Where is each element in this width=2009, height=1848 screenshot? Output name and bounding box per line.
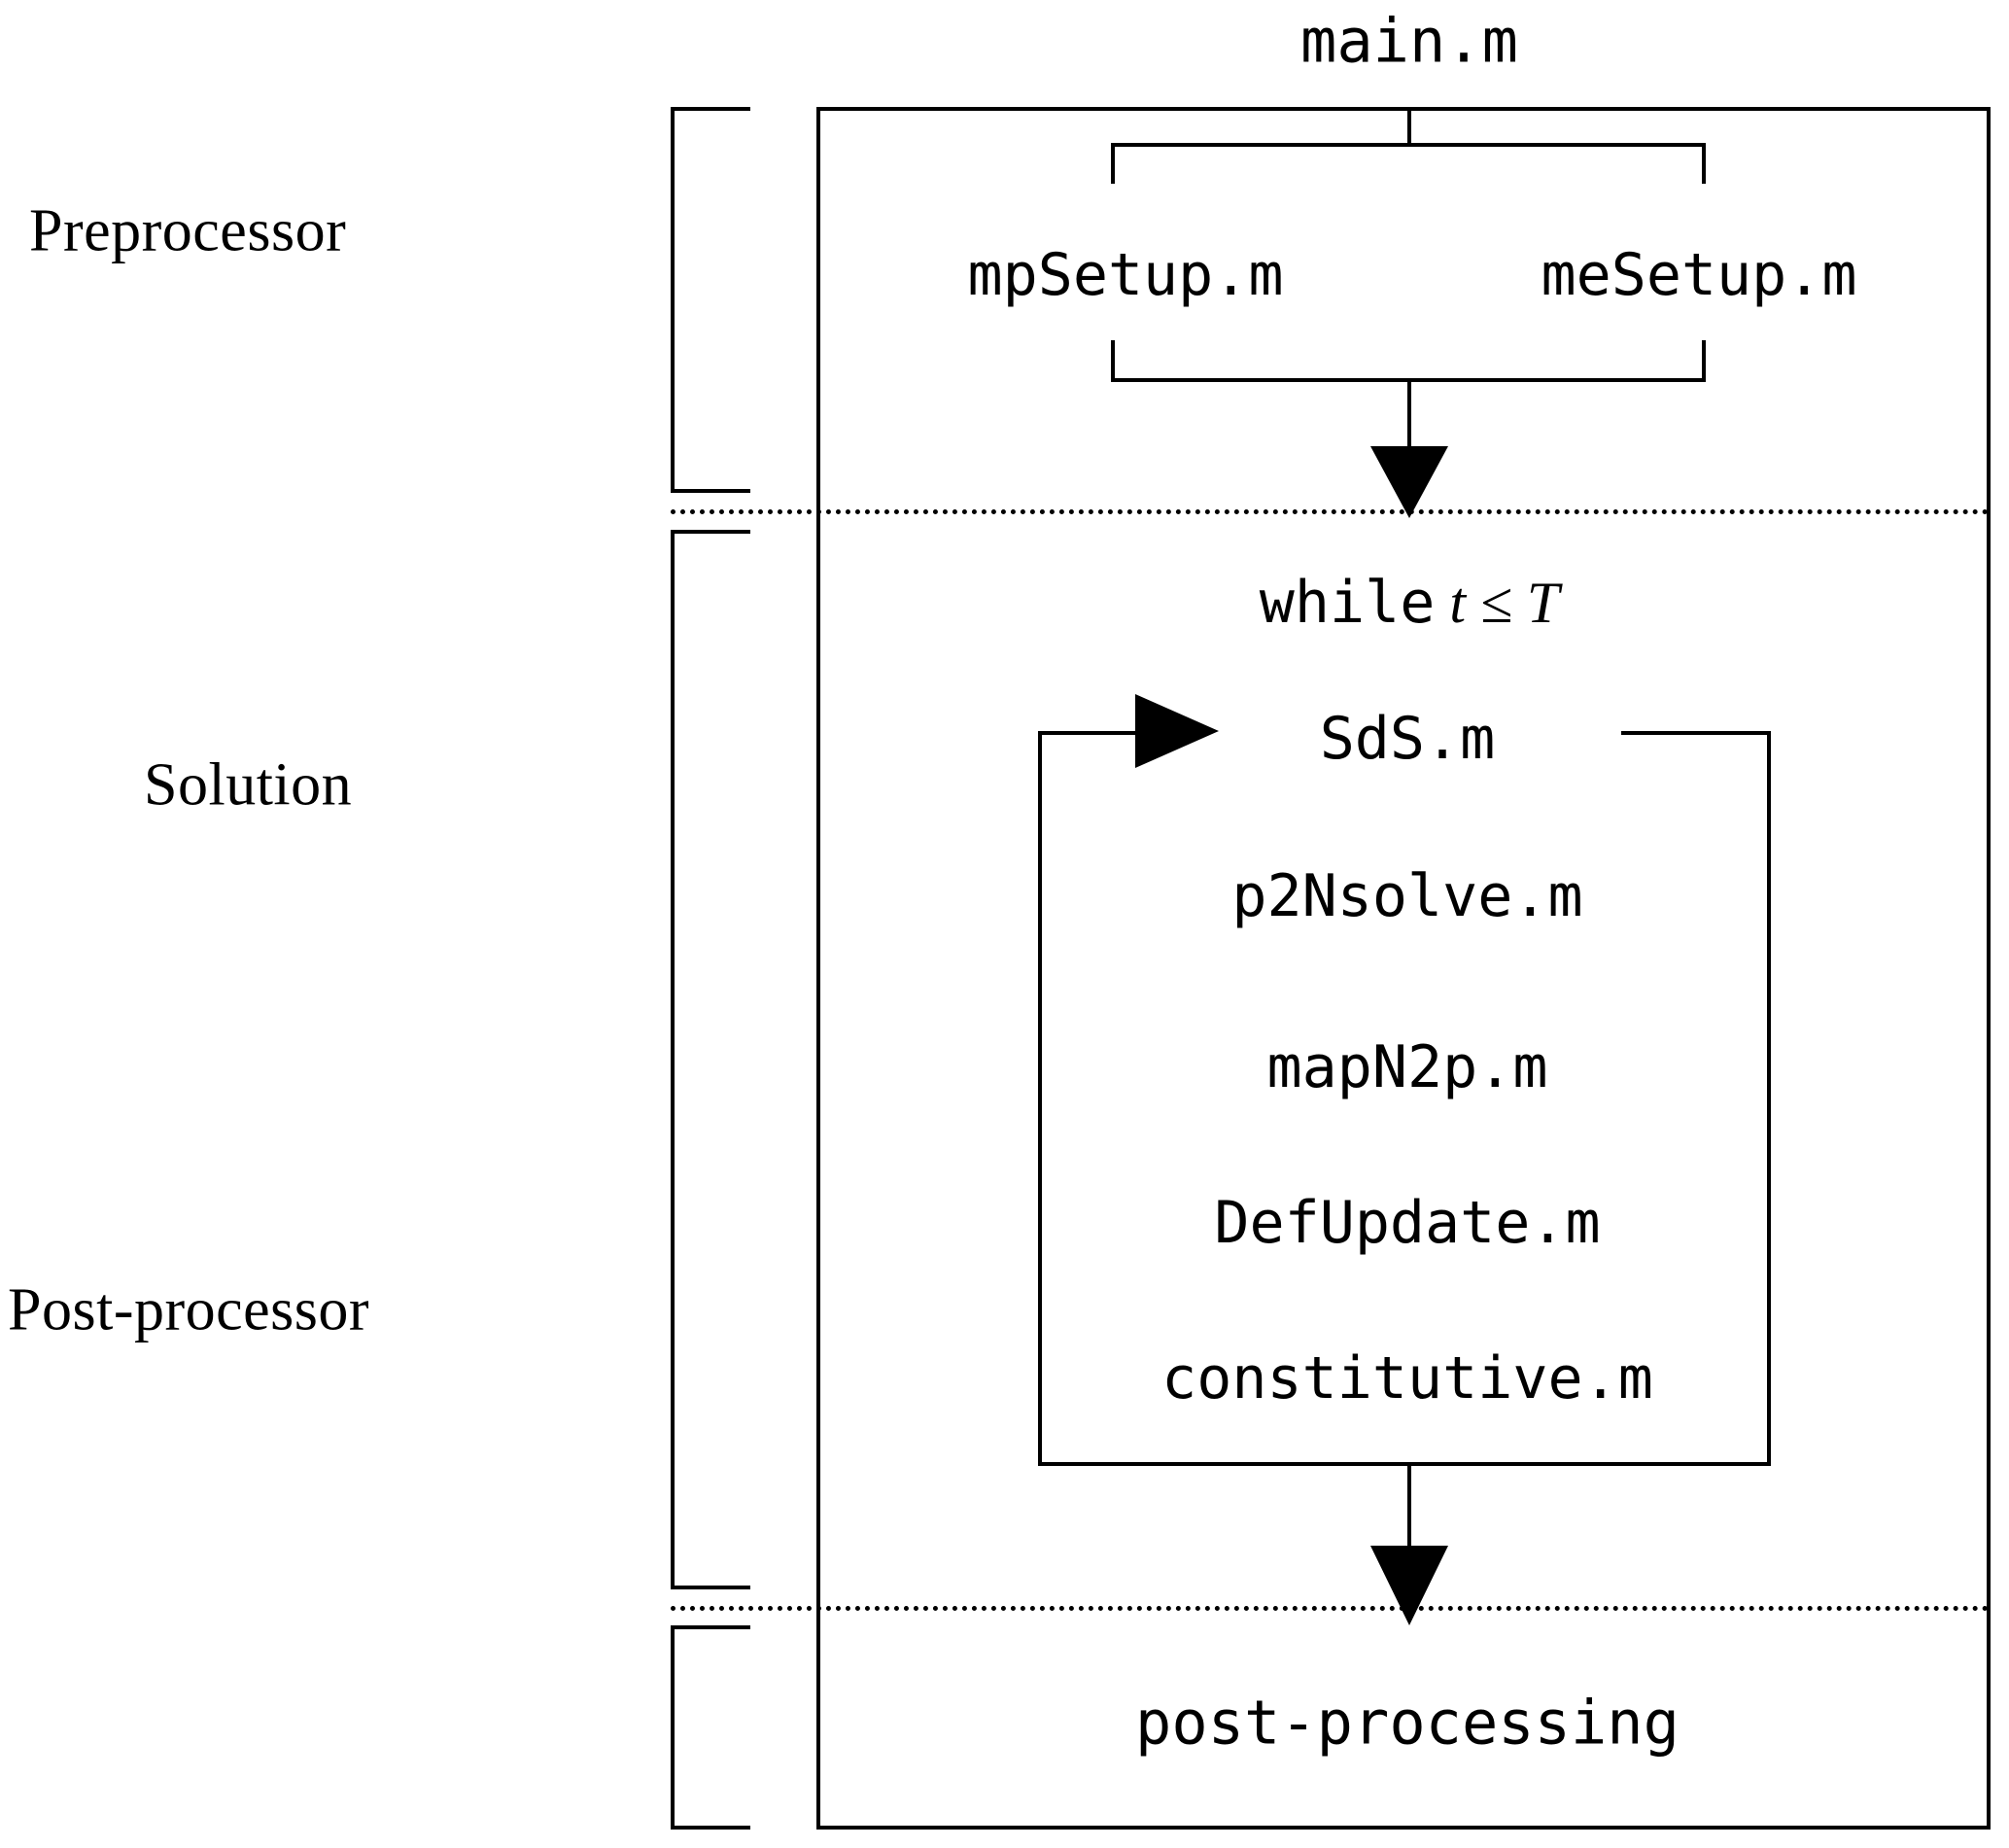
solution-step-sds: SdS.m xyxy=(1319,705,1496,773)
root-node-main: main.m xyxy=(1300,5,1518,77)
loop-back-arrowhead xyxy=(1135,694,1219,768)
postprocessing-node: post-processing xyxy=(1135,1687,1680,1759)
stage-divider-solution-postprocessor xyxy=(671,1606,1989,1611)
solution-step-defupdate: DefUpdate.m xyxy=(1214,1189,1601,1257)
loop-condition: t ≤ T xyxy=(1449,571,1560,635)
loop-keyword-while: while xyxy=(1259,569,1436,637)
stage-label-postprocessor: Post-processor xyxy=(8,1276,370,1343)
stage-label-solution: Solution xyxy=(144,751,353,819)
stage-divider-preprocessor-solution xyxy=(671,509,1989,514)
loop-header-while: while t ≤ T xyxy=(1260,569,1560,637)
solution-step-constitutive: constitutive.m xyxy=(1161,1344,1653,1412)
stage-label-preprocessor: Preprocessor xyxy=(29,197,347,264)
solution-to-postprocessor-arrowhead xyxy=(1370,1546,1448,1625)
preprocessor-node-mpsetup: mpSetup.m xyxy=(967,241,1284,309)
solution-step-mapn2p: mapN2p.m xyxy=(1266,1033,1548,1101)
solution-step-p2nsolve: p2Nsolve.m xyxy=(1231,862,1583,930)
preprocessor-to-solution-arrowhead xyxy=(1370,446,1448,518)
preprocessor-node-mesetup: meSetup.m xyxy=(1541,241,1857,309)
